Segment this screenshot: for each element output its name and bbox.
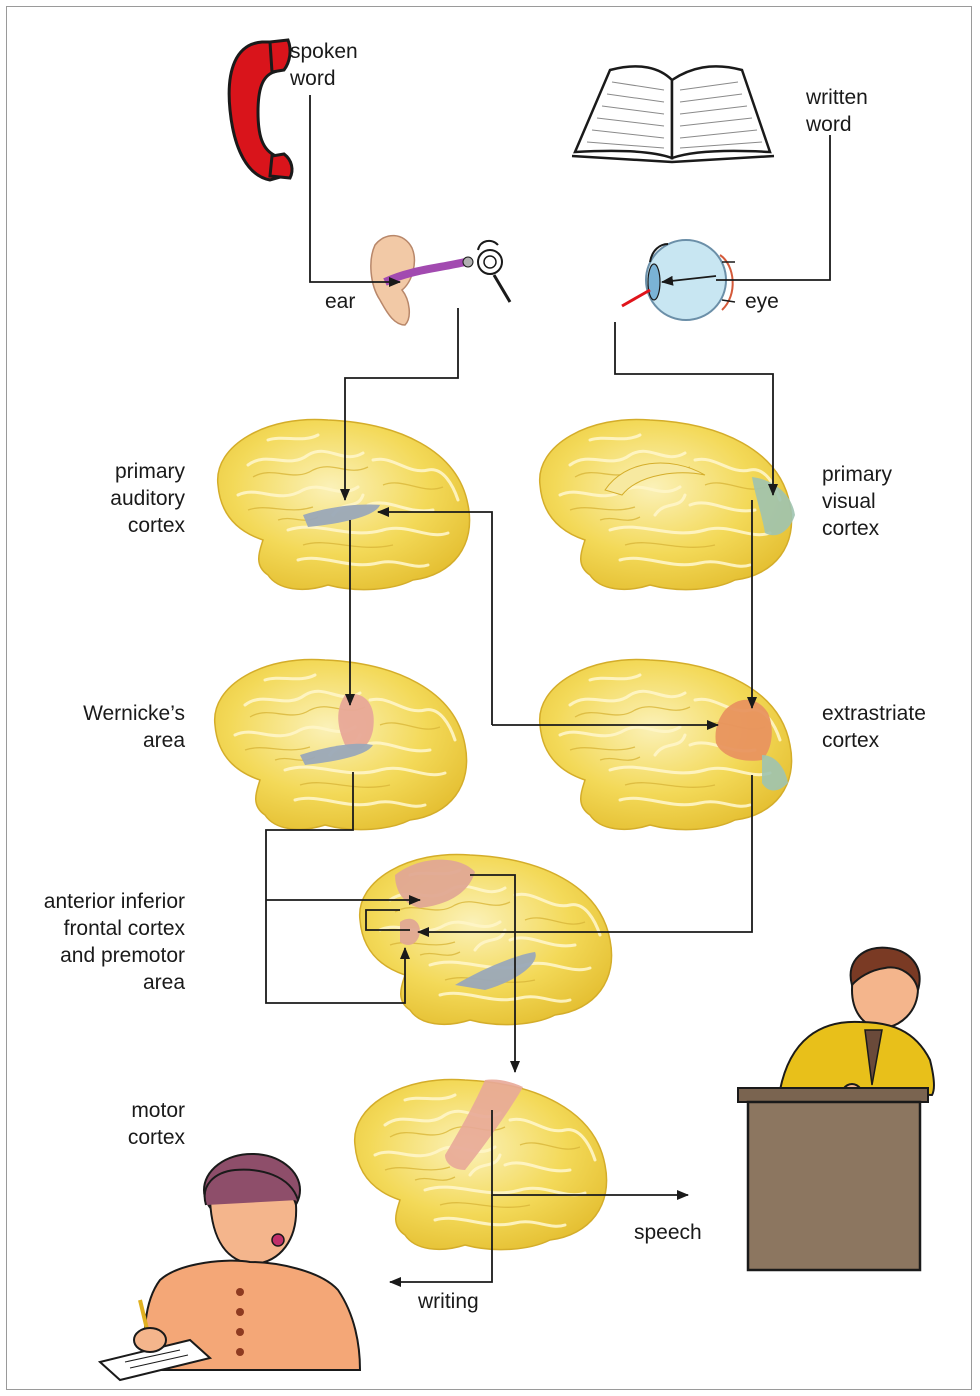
writing-woman-icon [100, 1154, 360, 1380]
brain-primary-visual [540, 419, 795, 589]
label-writing: writing [418, 1288, 479, 1315]
brain-primary-auditory [218, 419, 470, 589]
label-speech: speech [634, 1219, 702, 1246]
brain-motor [355, 1079, 607, 1249]
label-wernickes-area: Wernicke’s area [40, 700, 185, 754]
brain-wernicke [215, 659, 467, 829]
open-book-icon [572, 66, 774, 162]
label-written-word: written word [806, 84, 868, 138]
label-motor-cortex: motor cortex [60, 1097, 185, 1151]
telephone-icon [229, 40, 292, 180]
label-spoken-word: spoken word [290, 38, 358, 92]
label-anterior-inferior-frontal: anterior inferior frontal cortex and pre… [10, 888, 185, 996]
label-primary-auditory-cortex: primary auditory cortex [40, 458, 185, 539]
label-primary-visual-cortex: primary visual cortex [822, 461, 892, 542]
brain-frontal [360, 854, 612, 1024]
label-ear: ear [325, 288, 355, 315]
label-eye: eye [745, 288, 779, 315]
brain-extrastriate [540, 659, 792, 829]
speaker-at-podium-icon [738, 948, 934, 1270]
ear-icon [371, 236, 510, 325]
label-extrastriate-cortex: extrastriate cortex [822, 700, 926, 754]
